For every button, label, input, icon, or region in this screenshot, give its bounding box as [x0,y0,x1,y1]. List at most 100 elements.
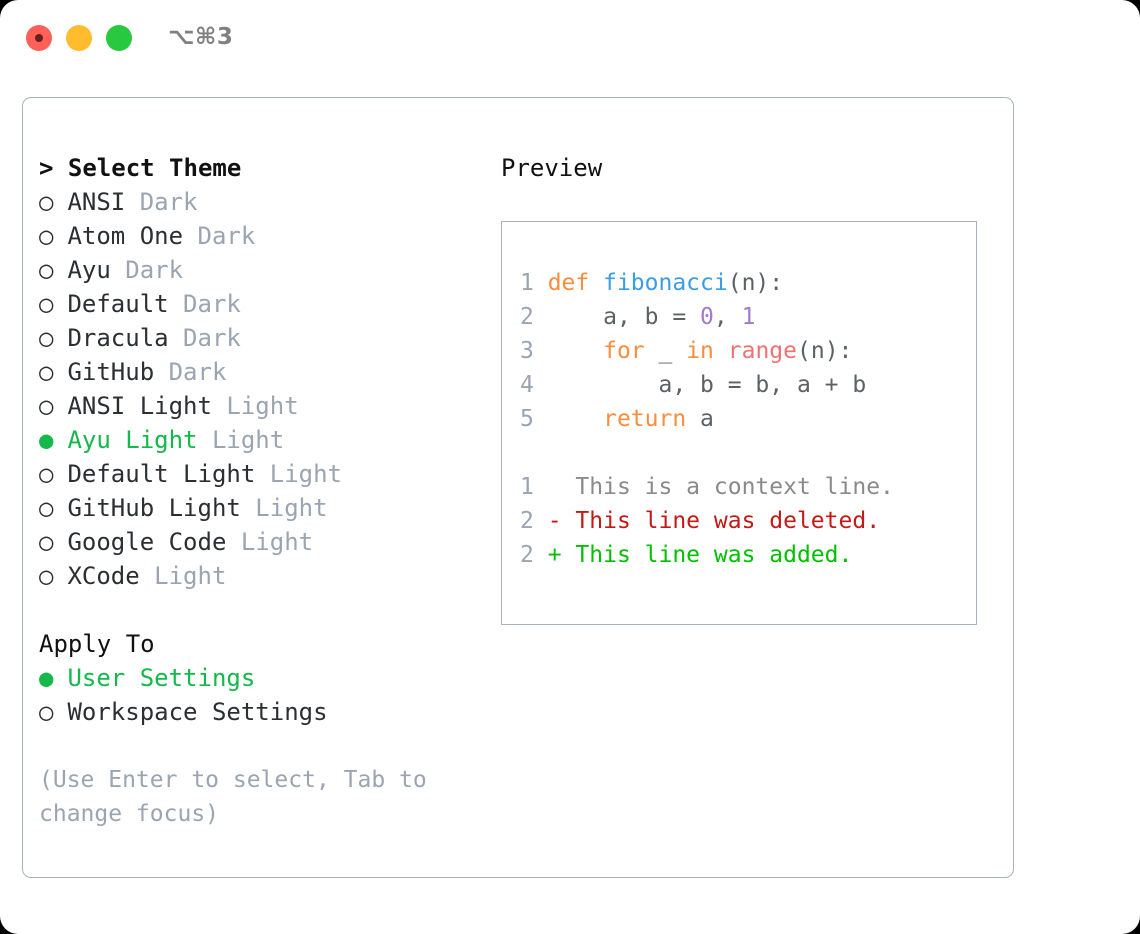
preview-column: Preview 1 def fibonacci(n):2 a, b = 0, 1… [501,151,1001,625]
theme-name: GitHub Light [53,494,256,522]
line-number: 4 [520,372,548,398]
radio-unselected-icon: ○ [39,494,54,522]
theme-name: ANSI Light [53,392,227,420]
theme-list-item[interactable]: ○ ANSI Dark [39,185,479,219]
diff-sample: 1 This is a context line.2 - This line w… [520,470,976,572]
line-number: 2 [520,304,548,330]
theme-name: Atom One [53,222,198,250]
traffic-light-buttons [26,25,132,51]
theme-list-item[interactable]: ○ Default Dark [39,287,479,321]
theme-name: GitHub [53,358,169,386]
theme-name: Dracula [53,324,184,352]
keyboard-shortcut-label: ⌥⌘3 [168,24,234,50]
main-panel: > Select Theme ○ ANSI Dark○ Atom One Dar… [22,97,1014,878]
theme-list-item[interactable]: ○ XCode Light [39,559,479,593]
theme-list-item[interactable]: ○ Default Light Light [39,457,479,491]
radio-unselected-icon: ○ [39,460,54,488]
theme-variant-badge: Dark [183,290,241,318]
line-number: 2 [520,542,548,568]
line-number: 5 [520,406,548,432]
theme-list-item[interactable]: ○ Google Code Light [39,525,479,559]
theme-variant-badge: Dark [125,256,184,284]
theme-name: Default [53,290,184,318]
diff-line: 2 - This line was deleted. [520,504,976,538]
theme-name: XCode [53,562,155,590]
radio-selected-icon: ● [39,426,54,454]
theme-name: Default Light [53,460,270,488]
radio-selected-icon: ● [39,664,54,692]
apply-to-option-label: User Settings [53,664,256,692]
theme-variant-badge: Light [211,426,285,454]
radio-unselected-icon: ○ [39,358,54,386]
line-number: 1 [520,270,548,296]
diff-text: + This line was added. [547,542,853,568]
theme-list-item[interactable]: ○ ANSI Light Light [39,389,479,423]
code-line: 3 for _ in range(n): [520,334,976,368]
select-theme-header: > Select Theme [39,154,242,182]
radio-unselected-icon: ○ [39,222,54,250]
theme-list[interactable]: ○ ANSI Dark○ Atom One Dark○ Ayu Dark○ De… [39,185,479,593]
radio-unselected-icon: ○ [39,528,54,556]
code-token: 1 [741,304,756,330]
radio-unselected-icon: ○ [39,392,54,420]
code-token: in [686,338,714,364]
diff-line: 2 + This line was added. [520,538,976,572]
apply-to-label: Apply To [39,630,155,658]
apply-to-option[interactable]: ● User Settings [39,661,479,695]
keyboard-hint-text: (Use Enter to select, Tab to change focu… [39,767,441,827]
radio-unselected-icon: ○ [39,562,54,590]
line-number: 3 [520,338,548,364]
code-token: return [603,406,687,432]
code-token: 0 [700,304,714,330]
code-token: (n): [797,338,853,364]
theme-variant-badge: Light [269,460,342,488]
theme-variant-badge: Light [154,562,227,590]
line-number: 1 [520,474,548,500]
theme-list-item[interactable]: ○ Ayu Dark [39,253,479,287]
code-token: _ [644,338,687,364]
code-token: a, b = [547,304,701,330]
code-line: 1 def fibonacci(n): [520,266,976,300]
theme-list-item[interactable]: ○ GitHub Light Light [39,491,479,525]
code-line: 4 a, b = b, a + b [520,368,976,402]
theme-list-item[interactable]: ● Ayu Light Light [39,423,479,457]
radio-unselected-icon: ○ [39,698,54,726]
radio-unselected-icon: ○ [39,188,54,216]
close-icon [35,34,43,42]
preview-header: Preview [501,154,603,182]
radio-unselected-icon: ○ [39,290,54,318]
diff-text: This is a context line. [547,474,894,500]
apply-to-list[interactable]: ● User Settings○ Workspace Settings [39,661,479,729]
code-token: , [713,304,742,330]
minimize-button[interactable] [66,25,92,51]
code-token [548,338,603,364]
preview-spacer [520,436,976,470]
radio-unselected-icon: ○ [39,256,54,284]
code-token [548,406,603,432]
theme-name: Google Code [53,528,241,556]
theme-list-item[interactable]: ○ GitHub Dark [39,355,479,389]
code-token: for [603,338,645,364]
radio-unselected-icon: ○ [39,324,54,352]
diff-text: - This line was deleted. [547,508,881,534]
theme-variant-badge: Light [255,494,328,522]
theme-variant-badge: Dark [139,188,198,216]
apply-to-option[interactable]: ○ Workspace Settings [39,695,479,729]
theme-variant-badge: Light [240,528,314,556]
code-token: def [547,270,604,296]
theme-name: Ayu [53,256,126,284]
code-token: a [686,406,714,432]
theme-name: Ayu Light [53,426,212,454]
code-token: (n): [727,270,784,296]
maximize-button[interactable] [106,25,132,51]
title-bar: ⌥⌘3 [0,0,1140,76]
code-line: 2 a, b = 0, 1 [520,300,976,334]
theme-selector-column: > Select Theme ○ ANSI Dark○ Atom One Dar… [39,151,479,831]
diff-line: 1 This is a context line. [520,470,976,504]
theme-name: ANSI [53,188,140,216]
theme-list-item[interactable]: ○ Dracula Dark [39,321,479,355]
theme-list-item[interactable]: ○ Atom One Dark [39,219,479,253]
